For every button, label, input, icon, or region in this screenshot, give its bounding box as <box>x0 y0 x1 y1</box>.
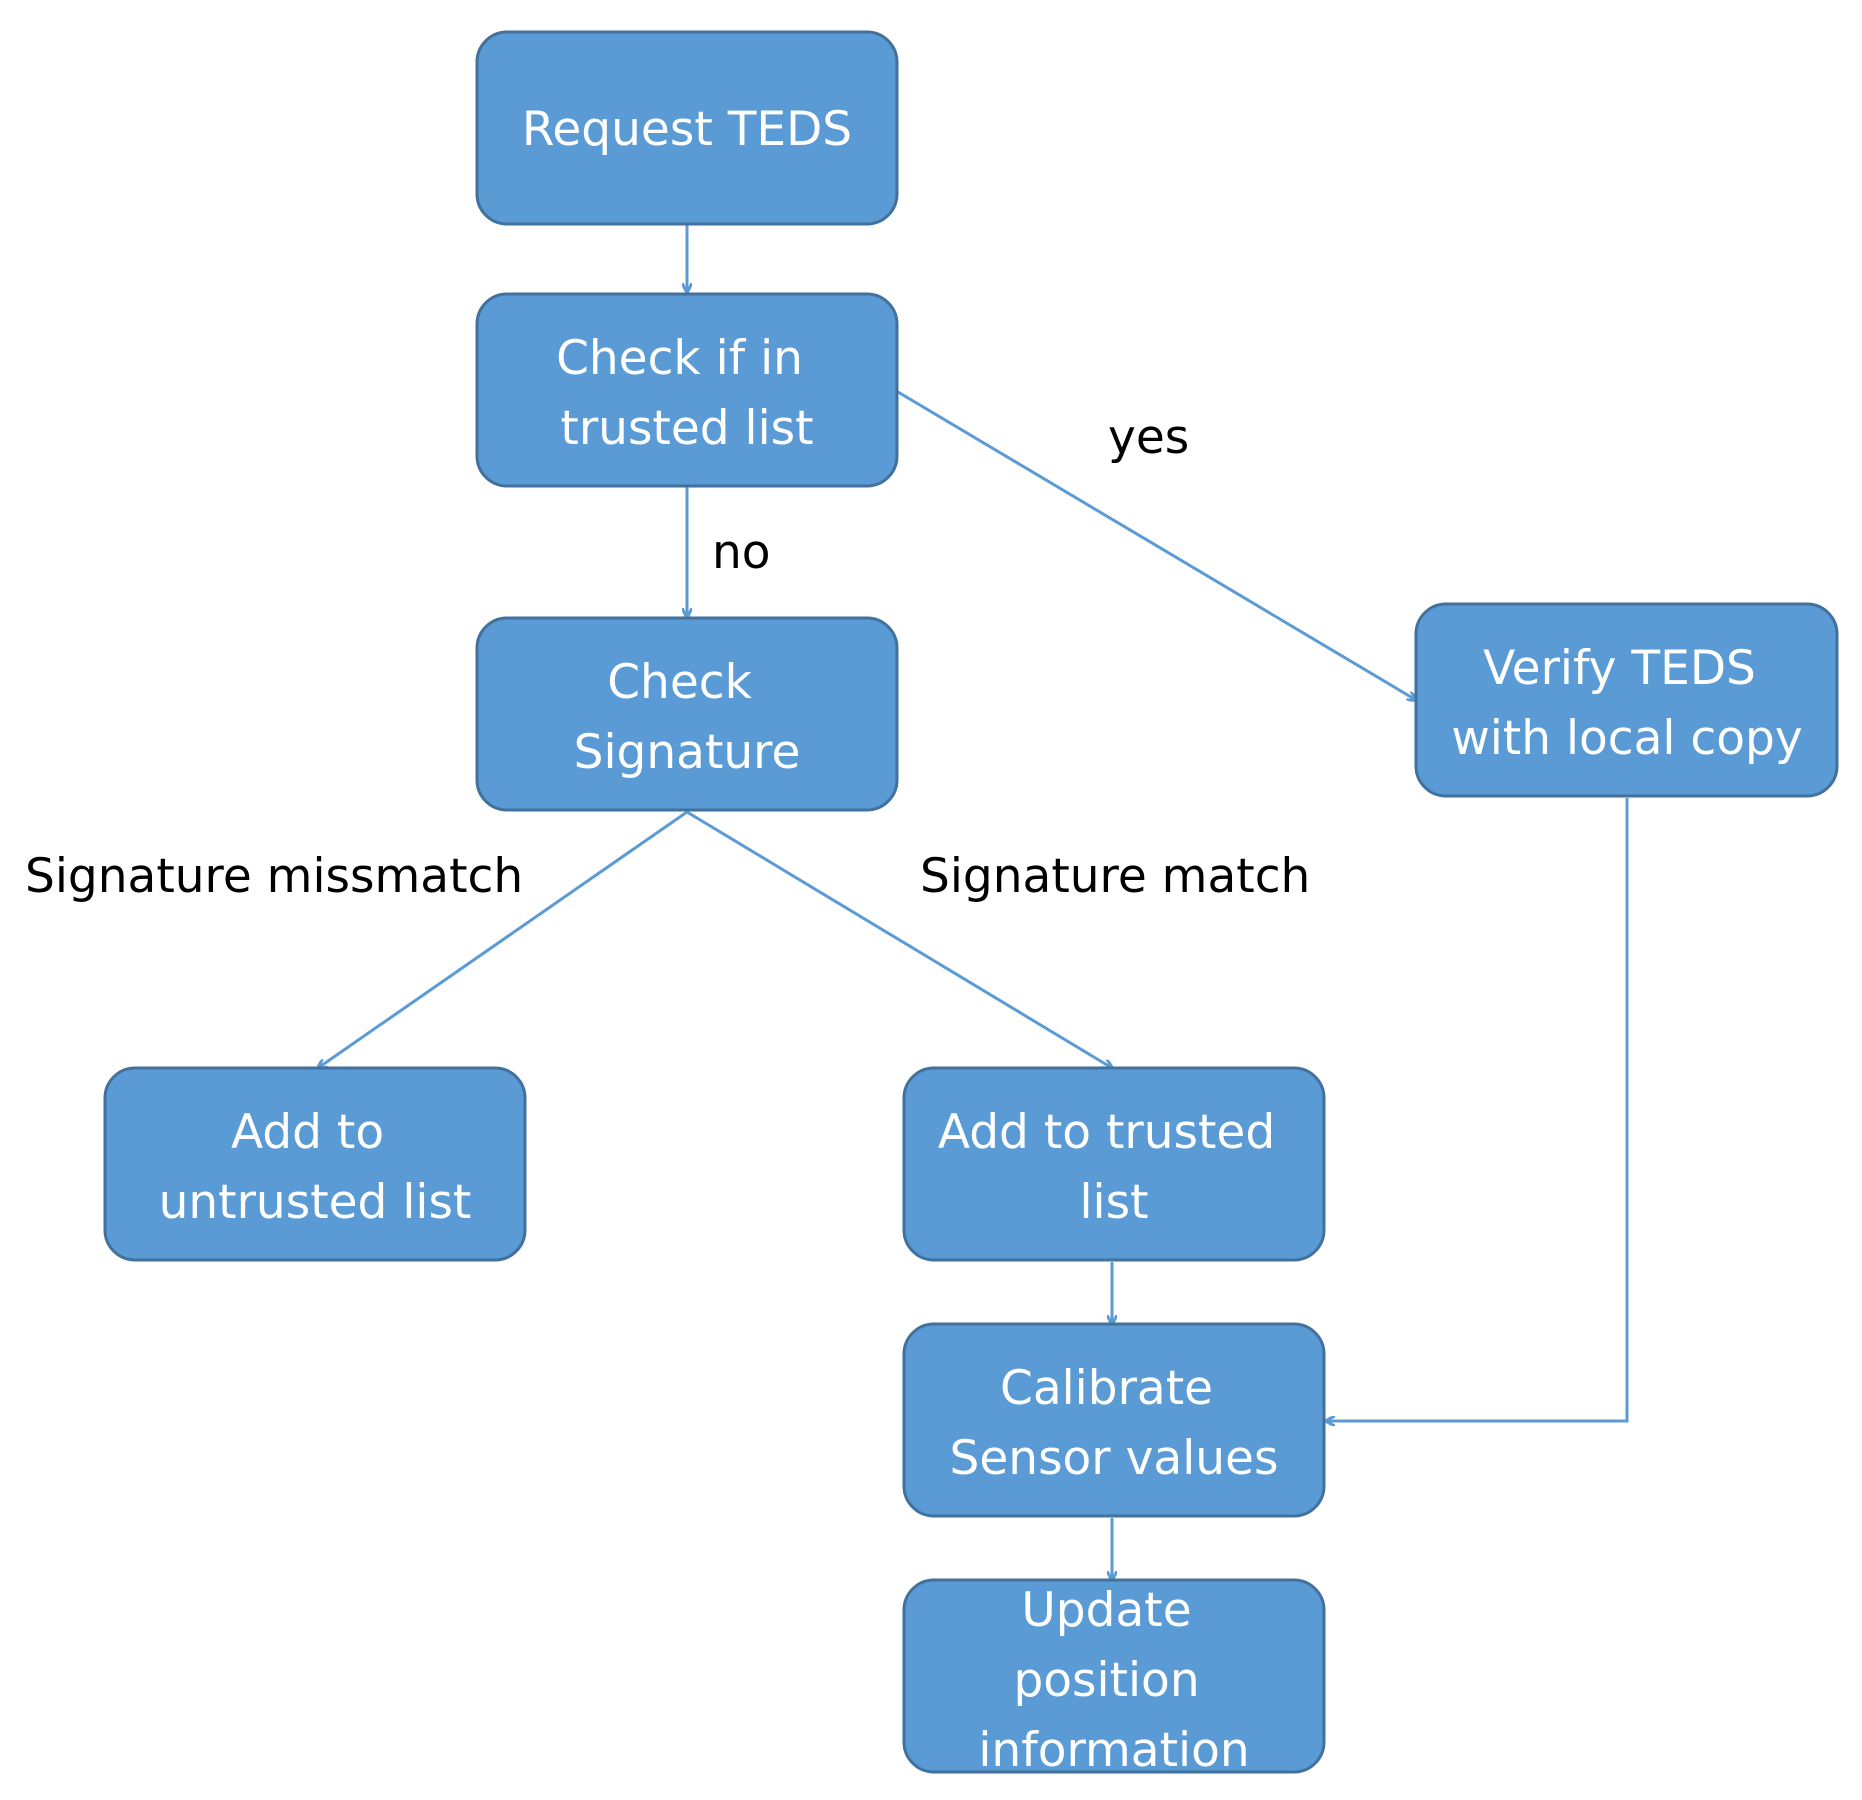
node-label-line: trusted list <box>560 401 813 456</box>
node-request-teds: Request TEDS <box>475 30 899 226</box>
node-label: Update position information <box>978 1583 1249 1778</box>
node-label: Verify TEDS with local copy <box>1451 641 1802 766</box>
node-label: Calibrate Sensor values <box>950 1361 1279 1486</box>
node-box <box>475 292 899 488</box>
node-label-line: Add to <box>231 1105 384 1160</box>
edge-label-signature-mismatch: Signature missmatch <box>25 849 523 904</box>
node-update-position: Update position information <box>902 1578 1326 1778</box>
edge-verify-teds-to-calibrate <box>1326 798 1629 1421</box>
edge-check-signature-to-add-trusted <box>686 810 1112 1068</box>
node-label: Check Signature <box>574 655 801 780</box>
node-add-trusted: Add to trusted list <box>902 1066 1326 1262</box>
node-label-line: untrusted list <box>159 1175 472 1230</box>
node-label-line: Check if in <box>556 331 803 386</box>
node-verify-teds: Verify TEDS with local copy <box>1414 602 1839 798</box>
node-label: Check if in trusted list <box>556 331 818 456</box>
node-label-line: list <box>1079 1175 1148 1230</box>
edge-label-signature-match: Signature match <box>920 849 1310 904</box>
node-label-line: Signature <box>574 725 801 780</box>
node-label-line: Verify TEDS <box>1483 641 1756 696</box>
edge-check-signature-to-add-untrusted <box>318 810 688 1068</box>
edge-labels: yes no Signature missmatch Signature mat… <box>25 410 1310 904</box>
node-check-trusted-list: Check if in trusted list <box>475 292 899 488</box>
node-label-line: Calibrate <box>1000 1361 1213 1416</box>
node-label: Add to untrusted list <box>159 1105 472 1230</box>
node-check-signature: Check Signature <box>475 616 899 812</box>
node-box <box>1414 602 1839 798</box>
node-label: Request TEDS <box>522 102 852 157</box>
node-label-line: Update <box>1021 1583 1191 1638</box>
edge-label-no: no <box>712 525 771 580</box>
node-box <box>902 1066 1326 1262</box>
node-label-line: position <box>1013 1653 1199 1708</box>
node-calibrate: Calibrate Sensor values <box>902 1322 1326 1518</box>
node-label-line: Sensor values <box>950 1431 1279 1486</box>
node-box <box>103 1066 527 1262</box>
node-label-line: Add to trusted <box>938 1105 1275 1160</box>
node-label-line: Check <box>607 655 752 710</box>
node-add-untrusted: Add to untrusted list <box>103 1066 527 1262</box>
node-label-line: Request TEDS <box>522 102 852 157</box>
node-label: Add to trusted list <box>938 1105 1290 1230</box>
node-label-line: with local copy <box>1451 711 1802 766</box>
node-box <box>902 1322 1326 1518</box>
edge-label-yes: yes <box>1108 410 1189 465</box>
node-box <box>475 616 899 812</box>
node-label-line: information <box>978 1723 1249 1778</box>
edge-check-trusted-to-verify-teds <box>897 390 1416 700</box>
edges <box>318 222 1629 1580</box>
node-box <box>475 30 899 226</box>
node-box <box>902 1578 1326 1774</box>
